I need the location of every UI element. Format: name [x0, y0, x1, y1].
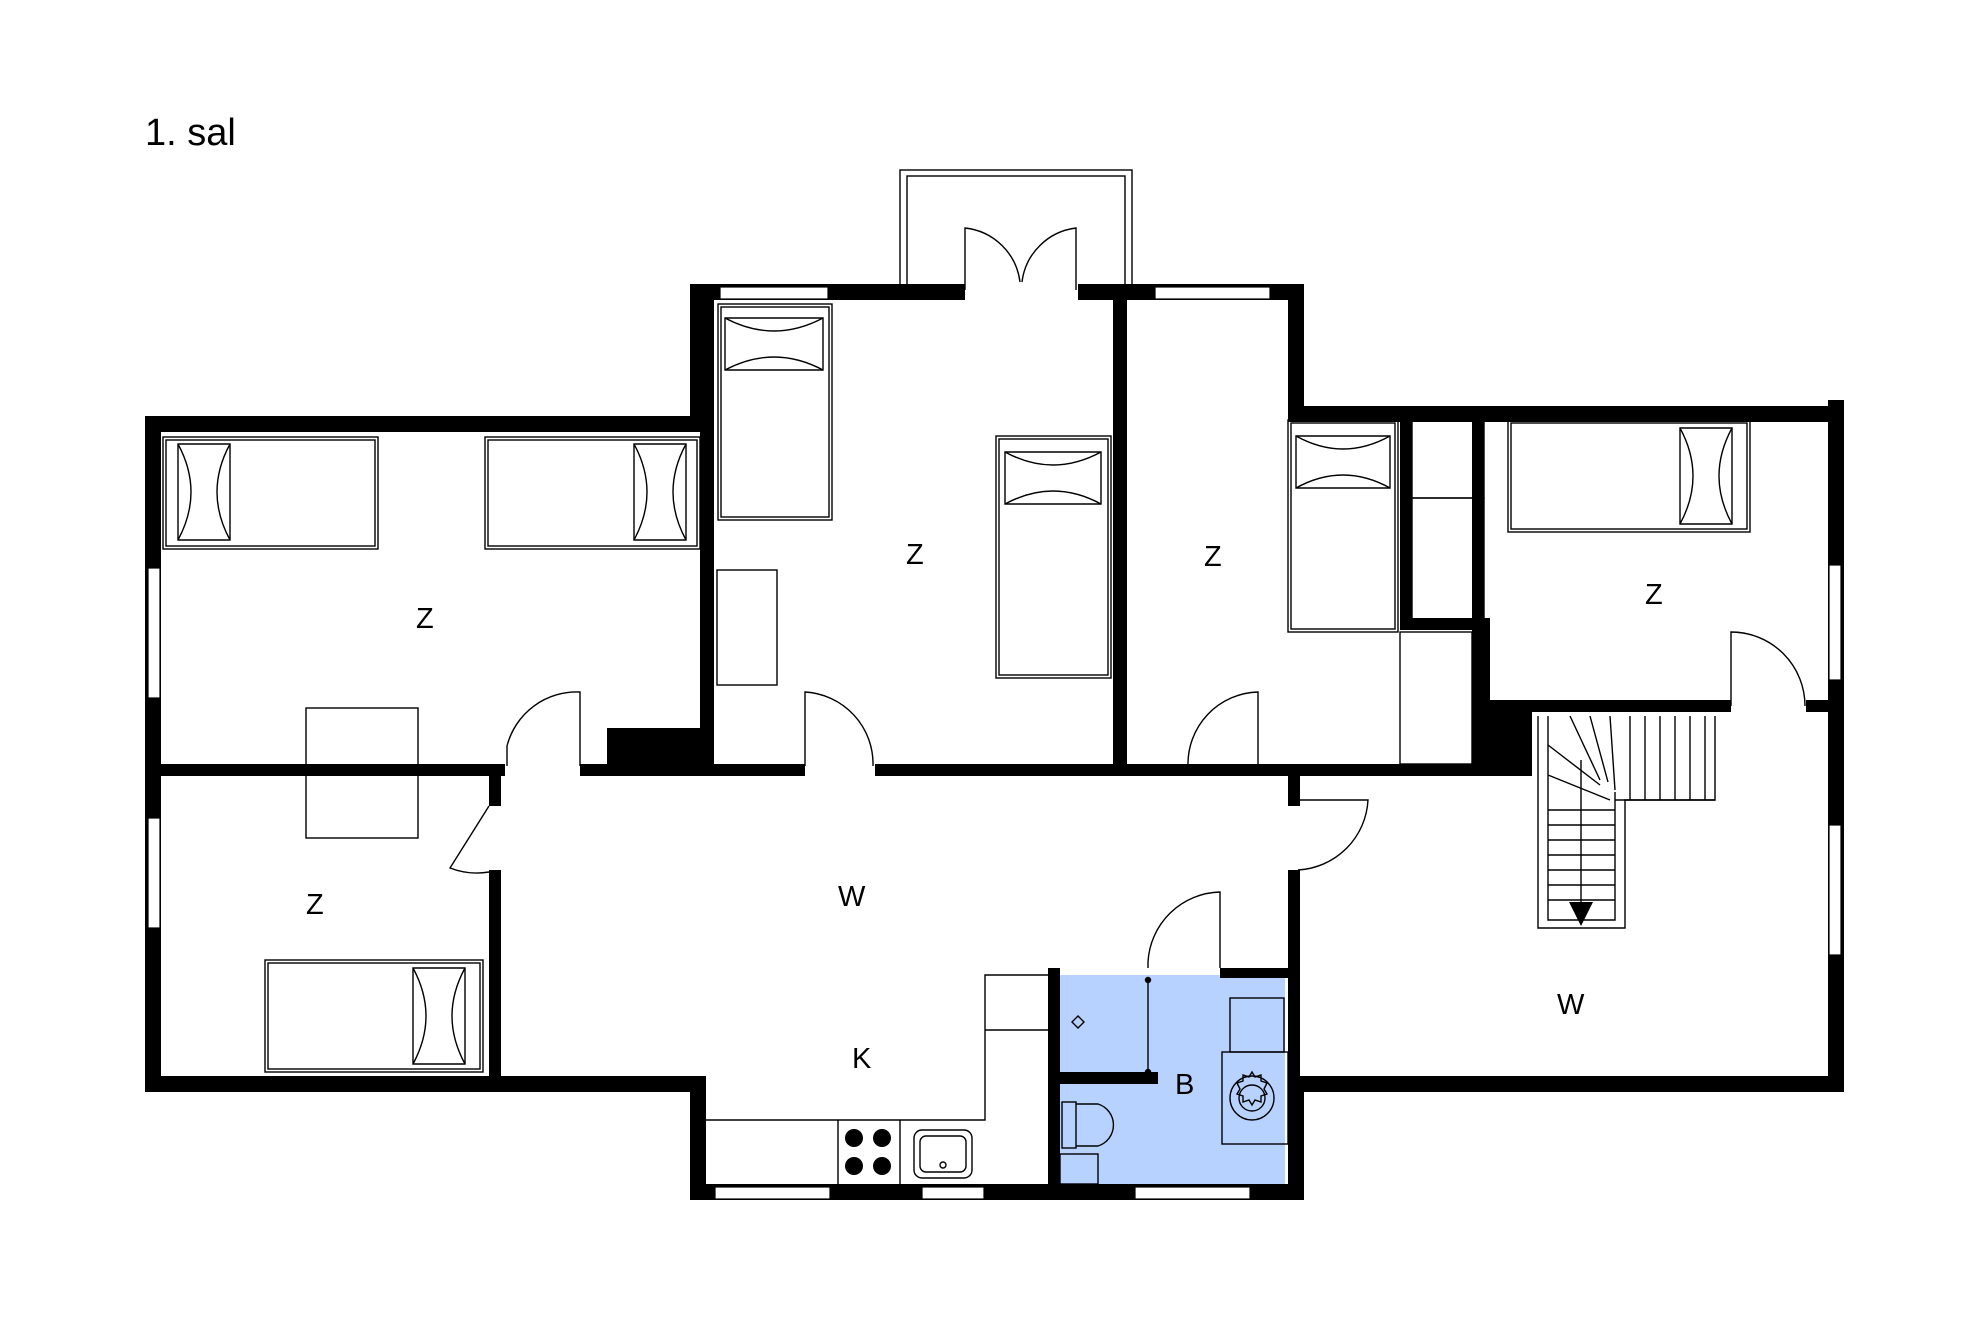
room-label-kitchen: K	[852, 1043, 872, 1075]
balcony	[899, 169, 1133, 287]
doors	[448, 227, 1806, 968]
stair-arrow-icon	[1569, 902, 1593, 926]
bath-cabinet	[1059, 1153, 1099, 1185]
shower-drain-icon	[1071, 1015, 1085, 1029]
outer-walls	[145, 284, 1844, 1200]
toilet-icon	[1061, 1101, 1115, 1149]
kitchen-counter	[706, 974, 1048, 1184]
room-label-bedroom-2: Z	[306, 889, 324, 921]
room-label-stair-room: W	[1557, 989, 1585, 1021]
floor-title: 1. sal	[145, 112, 236, 154]
room-label-bedroom-3: Z	[906, 539, 924, 571]
room-label-bedroom-4: Z	[1204, 541, 1222, 573]
room-labels: Z Z Z Z Z W K B W	[306, 539, 1663, 1101]
washing-machine-icon	[1229, 1070, 1275, 1121]
washbasin-counter	[1221, 997, 1289, 1145]
inner-walls	[145, 290, 1844, 1192]
windows	[147, 284, 1842, 1200]
room-label-bathroom: B	[1175, 1069, 1194, 1101]
stove-icon	[845, 1129, 891, 1175]
beds	[162, 303, 1751, 1073]
room-label-hall: W	[838, 881, 866, 913]
shower-screen	[1144, 976, 1152, 1076]
sink-icon	[913, 1129, 973, 1179]
staircase	[1537, 715, 1716, 929]
room-label-bedroom-5: Z	[1645, 579, 1663, 611]
room-label-bedroom-1: Z	[416, 603, 434, 635]
